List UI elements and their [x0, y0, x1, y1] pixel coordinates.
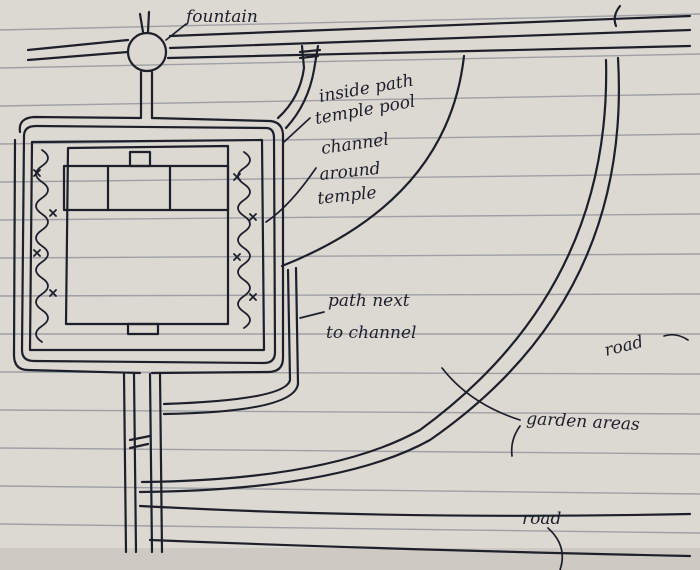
fountain: [126, 10, 168, 120]
inside-path-line: [276, 44, 306, 120]
temple-wall: [64, 144, 230, 326]
inside-path: [276, 44, 322, 130]
channel-path-line: [162, 266, 300, 416]
fountain-label: fountain: [184, 7, 258, 27]
leader-road-bottom: [547, 527, 564, 570]
rule-line: [0, 409, 700, 415]
leader-lines: [165, 23, 689, 570]
rule-line: [0, 93, 700, 107]
leader-channel: [265, 167, 317, 223]
road-line: [613, 4, 622, 28]
path-next-label-line-1: path next: [328, 291, 410, 311]
road-bottom-label: road: [522, 509, 561, 529]
fountain-jet: [138, 10, 151, 34]
south-path-line: [148, 372, 154, 554]
top-road: [26, 4, 692, 62]
garden-curve-inner: [280, 54, 466, 268]
right-wave: [237, 151, 251, 329]
bottom-road: [138, 504, 692, 558]
left-wave: [35, 149, 49, 343]
temple-path-ring: [12, 115, 285, 375]
rule-line: [0, 485, 700, 495]
page-shadow-bottom: [0, 548, 700, 570]
bottom-road-line: [148, 538, 692, 558]
fountain-circle: [126, 31, 168, 73]
leader-garden-2: [510, 425, 521, 457]
rule-line: [0, 173, 700, 183]
garden-curve-outer: [138, 56, 620, 494]
south-path: [122, 372, 164, 554]
rule-line: [0, 293, 700, 297]
road-line: [26, 50, 130, 62]
inside-path-line: [284, 44, 320, 130]
wave-marks: [33, 169, 257, 301]
inner-channel-line: [28, 138, 266, 352]
south-path-line: [132, 372, 138, 554]
road-line: [168, 28, 692, 50]
rule-line: [0, 53, 700, 69]
channel-path-line: [162, 268, 292, 406]
temple-bottom-door: [126, 322, 160, 336]
road-line: [26, 38, 130, 52]
ink-drawing: [12, 4, 692, 570]
rule-line: [0, 13, 700, 31]
temple: [62, 144, 230, 336]
garden-curve-outer-2: [140, 58, 608, 484]
rule-line: [0, 447, 700, 455]
path-next-label-line-2: to channel: [326, 323, 416, 343]
leader-path-next: [299, 311, 325, 319]
leader-garden: [441, 367, 521, 421]
rule-line: [0, 253, 700, 259]
fountain-pipe: [139, 70, 154, 120]
leader-road-right: [663, 333, 689, 341]
garden-boundaries: [138, 54, 620, 494]
outer-path-line: [12, 115, 285, 375]
bottom-road-line: [138, 504, 692, 517]
temple-divider: [106, 164, 172, 212]
temple-top-building: [62, 164, 230, 212]
south-path-line: [122, 372, 128, 554]
inside-path-marks: [298, 48, 322, 60]
middle-path-line: [20, 124, 277, 365]
south-path-line: [158, 372, 164, 554]
south-path-crossing: [128, 434, 152, 450]
path-next-to-channel: [162, 266, 300, 416]
rule-line: [0, 523, 700, 534]
channel-waves: [33, 149, 257, 343]
temple-top-door: [128, 150, 152, 168]
leader-fountain: [165, 23, 187, 41]
road-line: [166, 44, 692, 60]
road-line: [168, 14, 692, 38]
ruled-lines: [0, 13, 700, 534]
leader-inside-path: [283, 117, 311, 143]
